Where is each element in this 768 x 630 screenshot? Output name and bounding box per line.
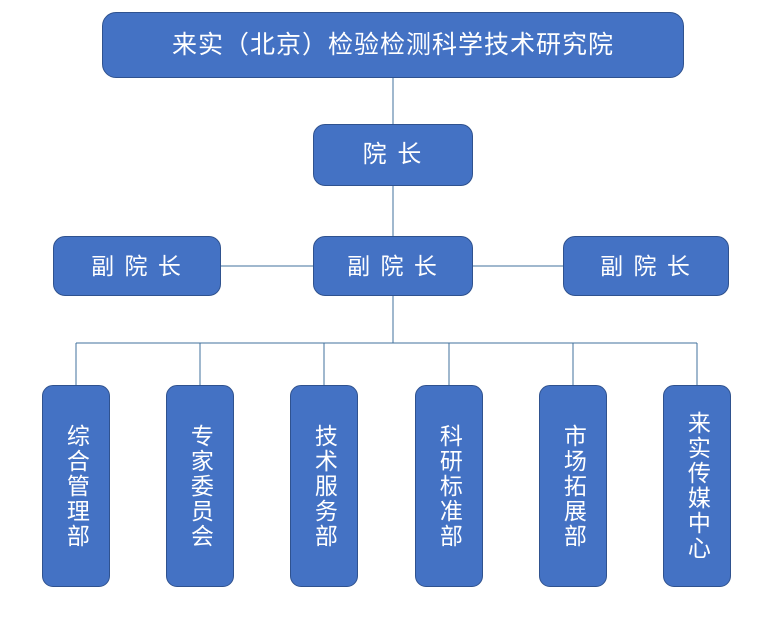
node-vice-director-left[interactable]: 副 院 长: [53, 236, 221, 296]
node-department-research-standards[interactable]: 科研标准部: [415, 385, 483, 587]
node-label: 来实（北京）检验检测科学技术研究院: [171, 30, 614, 59]
node-label: 专家委员会: [187, 423, 214, 549]
node-label: 院 长: [362, 141, 424, 169]
node-institute-title[interactable]: 来实（北京）检验检测科学技术研究院: [102, 12, 684, 78]
node-label: 来实传媒中心: [684, 411, 711, 561]
node-label: 综合管理部: [63, 423, 90, 549]
node-label: 副 院 长: [600, 252, 692, 279]
node-vice-director-right[interactable]: 副 院 长: [563, 236, 729, 296]
node-department-general-management[interactable]: 综合管理部: [42, 385, 110, 587]
node-label: 技术服务部: [311, 423, 338, 549]
node-label: 副 院 长: [347, 252, 439, 279]
node-department-media-center[interactable]: 来实传媒中心: [663, 385, 731, 587]
node-label: 副 院 长: [91, 252, 183, 279]
node-director[interactable]: 院 长: [313, 124, 473, 186]
node-department-market-development[interactable]: 市场拓展部: [539, 385, 607, 587]
node-department-technical-service[interactable]: 技术服务部: [290, 385, 358, 587]
node-vice-director-center[interactable]: 副 院 长: [313, 236, 473, 296]
node-label: 科研标准部: [436, 423, 463, 549]
node-label: 市场拓展部: [560, 423, 587, 549]
node-department-expert-committee[interactable]: 专家委员会: [166, 385, 234, 587]
